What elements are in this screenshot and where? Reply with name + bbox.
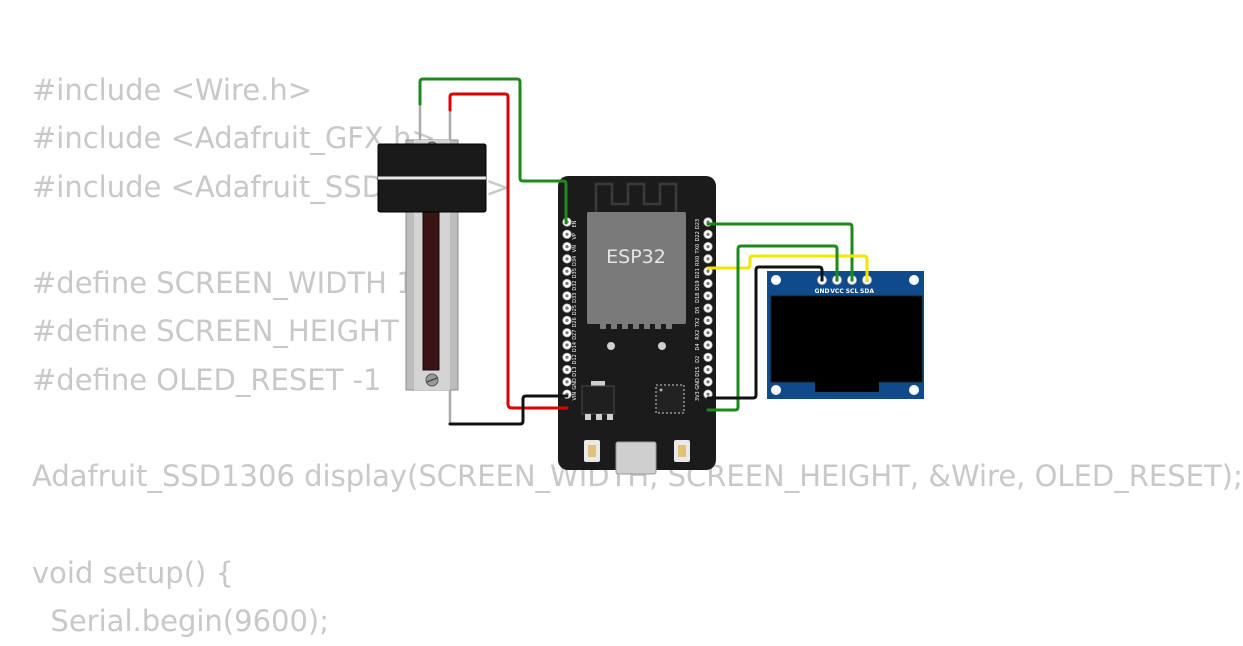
wire-pot-signal-green bbox=[418, 77, 568, 225]
esp32-pin-label: D32 bbox=[572, 280, 578, 290]
code-line: #include <Wire.h> bbox=[32, 73, 313, 107]
esp32-chip-label: ESP32 bbox=[606, 246, 666, 268]
voltage-regulator bbox=[581, 381, 615, 420]
esp32-right-pin-header: D23D22TX0RX0D21D19D18D5TX2RX2D4D2D15GND3… bbox=[695, 217, 713, 401]
wire-scl-green bbox=[706, 222, 854, 282]
circuit-diagram: ESP32 bbox=[377, 77, 924, 475]
esp32-pin-label: VIN bbox=[572, 392, 578, 401]
wires bbox=[418, 77, 869, 426]
wire-vcc-green bbox=[706, 244, 839, 412]
oled-pin-label: GND bbox=[815, 288, 830, 295]
esp32-module bbox=[587, 212, 686, 324]
esp32-pin-label: GND bbox=[572, 378, 578, 390]
code-line: #define OLED_RESET -1 bbox=[32, 362, 382, 397]
esp32-pin-label: D5 bbox=[695, 307, 701, 314]
code-line: #define SCREEN_HEIGHT 64 bbox=[32, 314, 445, 349]
esp32-pin-label: D19 bbox=[695, 280, 701, 290]
esp32-pin-label: D2 bbox=[695, 356, 701, 363]
esp32-pin-label: D12 bbox=[572, 354, 578, 364]
esp32-pin-label: D22 bbox=[695, 231, 701, 241]
antenna-trace bbox=[594, 182, 678, 212]
esp32-pin-label: D15 bbox=[695, 366, 701, 376]
esp32-pin-label: D34 bbox=[572, 256, 578, 266]
esp32-pin-label: VN bbox=[572, 245, 578, 252]
en-button[interactable] bbox=[584, 440, 600, 462]
esp32-pin-label: RX0 bbox=[695, 256, 701, 266]
wire-pot-gnd-black bbox=[448, 394, 569, 426]
usb-uart-chip bbox=[655, 384, 685, 414]
esp32-pin-label: D18 bbox=[695, 293, 701, 303]
esp32-pin-label: D13 bbox=[572, 366, 578, 376]
oled-pin-label: VCC bbox=[830, 288, 844, 295]
code-line: void setup() { bbox=[32, 555, 234, 590]
esp32-pin-label: D14 bbox=[572, 342, 578, 352]
code-line: Serial.begin(9600); bbox=[32, 604, 330, 639]
code-line: Adafruit_SSD1306 display(SCREEN_WIDTH, S… bbox=[32, 459, 1243, 494]
oled-pin-label: SCL bbox=[846, 288, 859, 295]
wire-sda-yellow bbox=[706, 254, 869, 282]
esp32-pin-label: D33 bbox=[572, 293, 578, 303]
esp32-pin-label: D35 bbox=[572, 268, 578, 278]
esp32-pin-label: D25 bbox=[572, 305, 578, 315]
pot-slot bbox=[422, 209, 440, 371]
esp32-pin-label: D21 bbox=[695, 268, 701, 278]
esp32-pin-label: TX2 bbox=[695, 318, 701, 329]
slide-potentiometer[interactable] bbox=[377, 104, 487, 424]
oled-screen bbox=[770, 295, 923, 383]
wire-pot-vcc-red bbox=[448, 92, 569, 410]
oled-ribbon bbox=[815, 380, 879, 392]
esp32-pin-label: D4 bbox=[695, 343, 701, 350]
esp32-pin-label: VP bbox=[572, 233, 578, 239]
esp32-board[interactable]: ESP32 bbox=[558, 176, 716, 475]
esp32-pin-label: 3V3 bbox=[695, 391, 701, 401]
esp32-pin-label: D26 bbox=[572, 317, 578, 327]
esp32-pin-label: EN bbox=[572, 220, 578, 227]
esp32-pin-label: RX2 bbox=[695, 330, 701, 340]
boot-button[interactable] bbox=[674, 440, 690, 462]
wire-gnd-black bbox=[706, 265, 824, 400]
esp32-pin-label: GND bbox=[695, 378, 701, 390]
oled-pin-label: SDA bbox=[860, 288, 874, 295]
esp32-pin-label: D27 bbox=[572, 330, 578, 340]
esp32-pin-label: TX0 bbox=[695, 244, 701, 255]
micro-usb-port[interactable] bbox=[615, 441, 657, 475]
esp32-pin-label: D23 bbox=[695, 219, 701, 229]
